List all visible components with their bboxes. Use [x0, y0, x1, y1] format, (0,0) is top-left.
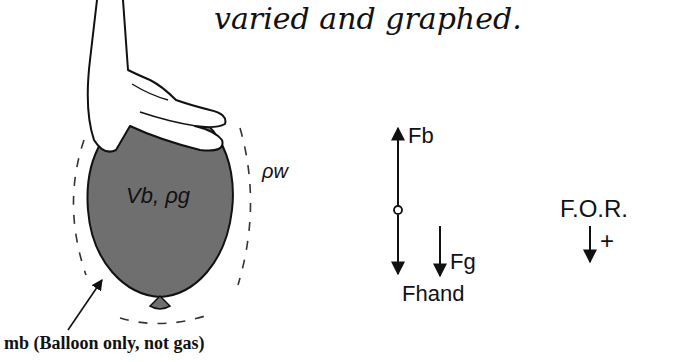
- balloon-knot: [150, 296, 170, 309]
- force-label: Fg: [450, 250, 476, 274]
- leader-arrow: [68, 280, 102, 330]
- hand-force-arrow: [397, 215, 399, 274]
- note-text: varied and graphed.: [214, 2, 522, 35]
- reference-label: F.O.R.: [560, 196, 628, 222]
- gravity-force-arrow: [439, 226, 441, 276]
- volume-density-label: Vb, ρg: [126, 184, 190, 208]
- reference-arrow: [589, 226, 591, 262]
- mass-label: mb (Balloon only, not gas): [4, 334, 205, 354]
- buoyant-force-arrow: [397, 128, 399, 205]
- finger-lines: [132, 84, 196, 126]
- water-density-label: ρw: [262, 160, 288, 182]
- force-label: Fb: [408, 124, 434, 148]
- force-label: Fhand: [402, 282, 464, 306]
- body-dot: [394, 206, 402, 214]
- sign-label: +: [600, 228, 614, 254]
- hand: [88, 0, 226, 152]
